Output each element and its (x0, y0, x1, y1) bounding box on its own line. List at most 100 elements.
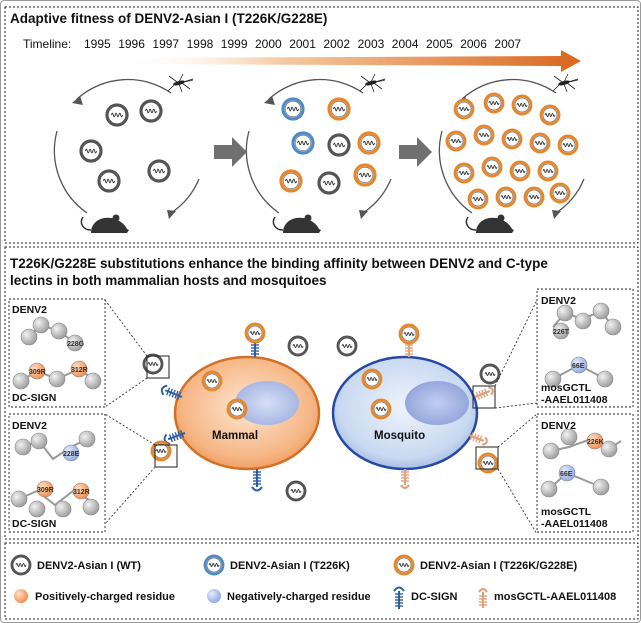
cycle-arc-right (170, 178, 200, 214)
cycle-arrowhead (264, 96, 275, 105)
zoom-box (475, 446, 499, 470)
residue-ball (604, 318, 622, 336)
virus-wt (147, 159, 171, 183)
residue-ball (82, 498, 100, 516)
virus-inner-ring (504, 131, 520, 147)
cycle-arc-top (461, 78, 557, 100)
inset-virus-label: DENV2 (12, 304, 47, 316)
mosquito-body (558, 80, 570, 86)
timeline-year: 2000 (255, 37, 282, 51)
legend-label-dcsign: DC-SIGN (411, 591, 458, 603)
receptor-rung (472, 433, 477, 442)
virus-double-internal (370, 398, 392, 420)
virus-inner-ring (512, 163, 528, 179)
mosgctl-receptor (474, 386, 494, 400)
virus-wt (327, 133, 351, 157)
rna-genome-icon (486, 164, 498, 170)
rna-genome-icon (534, 140, 546, 146)
rna-genome-icon (542, 168, 554, 174)
cycle-arrowhead (72, 96, 83, 105)
inset-virus-label: DENV2 (12, 420, 47, 432)
mouse-body (91, 217, 129, 233)
rna-genome-icon (478, 132, 490, 138)
inset-lectin-label-1: mosGCTL (541, 506, 592, 518)
residue-label: 226T (553, 329, 570, 336)
dc-sign-receptor (251, 469, 263, 492)
rna-genome-icon (206, 378, 218, 384)
legend-virus-double (393, 554, 415, 576)
cycle-arc-left (245, 130, 280, 214)
rna-genome-icon (363, 140, 375, 146)
residue-ball (542, 442, 560, 460)
rna-genome-icon (155, 448, 167, 454)
receptor-rung (174, 432, 179, 441)
virus-inner-ring (542, 107, 558, 123)
inset-border (536, 288, 634, 408)
virus-double (357, 131, 381, 155)
timeline-year: 2006 (460, 37, 487, 51)
virus-inner-ring (153, 443, 169, 459)
receptor-head (478, 587, 488, 593)
mosquito-proboscis (568, 79, 579, 83)
mammal-cell-label: Mammal (212, 430, 258, 442)
legend-border (4, 542, 639, 620)
zoom-box (472, 385, 496, 409)
receptor-rung (180, 430, 185, 439)
residue-ball (600, 440, 618, 458)
panel-border (4, 6, 639, 244)
inset-border (8, 298, 106, 408)
legend-label-positive: Positively-charged residue (35, 591, 175, 603)
cycle-arrowhead (552, 210, 561, 219)
transmission-cycle-3 (438, 73, 585, 233)
legend-label-wt: DENV2-Asian I (WT) (37, 560, 141, 572)
section-heading-line1: T226K/G228E substitutions enhance the bi… (10, 256, 548, 271)
rna-genome-icon (153, 168, 165, 174)
virus-double-bound (244, 322, 266, 344)
rna-genome-icon (292, 343, 304, 349)
zoom-connector (497, 413, 538, 448)
legend-label-mosgctl: mosGCTL-AAEL011408 (494, 591, 616, 603)
rna-genome-icon (398, 562, 410, 568)
residue-ball (560, 428, 578, 446)
legend-label-negative: Negatively-charged residue (227, 591, 371, 603)
cycle-arrowhead (167, 210, 176, 219)
virus-double (353, 163, 377, 187)
binding-affinity-panel: T226K/G228E substitutions enhance the bi… (4, 246, 639, 540)
inset-border (536, 413, 634, 533)
positive-residue-ball (70, 360, 88, 378)
virus-wt-free (285, 480, 307, 502)
residue-ball (66, 334, 84, 352)
receptor-rung (475, 391, 480, 400)
virus-double-bound (398, 323, 420, 345)
mouse-icon (80, 214, 129, 233)
virus-inner-ring (373, 401, 389, 417)
virus-inner-ring (540, 163, 556, 179)
rna-genome-icon (472, 196, 484, 202)
progression-arrow-2 (399, 137, 432, 167)
virus-double (473, 124, 495, 146)
rna-genome-icon (323, 180, 335, 186)
mosquito-icon (359, 73, 386, 93)
legend: DENV2-Asian I (WT)DENV2-Asian I (T226K)D… (4, 542, 639, 620)
mosquito-legs (167, 73, 194, 93)
mouse-ear (112, 214, 120, 222)
residue-label: 66E (560, 471, 573, 478)
rna-genome-icon (544, 112, 556, 118)
panel-border (4, 246, 639, 540)
zoom-connector (104, 377, 148, 408)
rna-genome-icon (450, 138, 462, 144)
residue-label: 226K (587, 439, 604, 446)
timeline-year: 1996 (118, 37, 145, 51)
negative-residue-ball (558, 464, 576, 482)
virus-inner-ring (476, 127, 492, 143)
zoom-box (154, 444, 178, 468)
figure-title: Adaptive fitness of DENV2-Asian I (T226K… (10, 11, 327, 26)
timeline-arrow (121, 50, 581, 72)
timeline-year: 2005 (426, 37, 453, 51)
residue-label: 228E (63, 451, 80, 458)
rna-genome-icon (514, 168, 526, 174)
receptor-head (400, 484, 410, 490)
